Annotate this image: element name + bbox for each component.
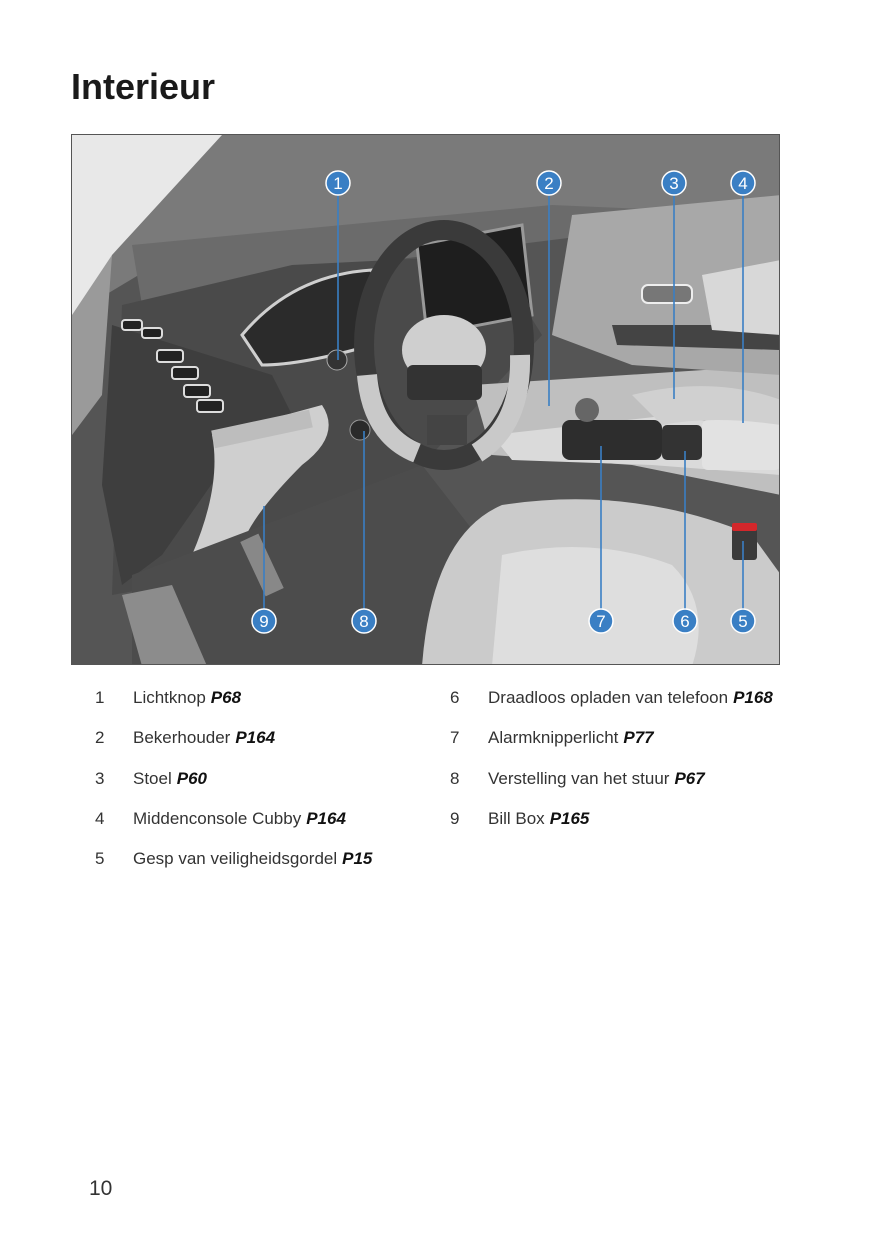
car-interior-drawing: 1 2 3 4 5 6 7 8 9 — [72, 135, 779, 664]
svg-text:1: 1 — [333, 174, 342, 193]
seatbelt-buckle — [732, 525, 757, 560]
svg-text:5: 5 — [738, 612, 747, 631]
item-label: Stoel — [133, 768, 172, 788]
a-pillar — [72, 135, 222, 395]
door-sill — [122, 585, 207, 664]
item-number: 4 — [95, 808, 105, 828]
door-handle — [641, 284, 693, 304]
item-number: 2 — [95, 728, 105, 748]
item-number: 5 — [95, 849, 105, 869]
svg-text:8: 8 — [359, 612, 368, 631]
item-label: Lichtknop — [133, 688, 206, 707]
callout-3: 3 — [661, 170, 687, 196]
page-reference: P68 — [210, 688, 242, 707]
interior-illustration: 1 2 3 4 5 6 7 8 9 — [71, 134, 780, 665]
page-reference: P164 — [235, 728, 276, 748]
gear-selector — [575, 398, 599, 422]
item-number: 6 — [450, 688, 460, 707]
page-reference: P60 — [176, 768, 207, 788]
page-reference: P67 — [674, 768, 705, 788]
svg-text:4: 4 — [738, 174, 747, 193]
callout-7: 7 — [588, 608, 614, 634]
left-vents — [121, 319, 224, 413]
callout-1: 1 — [325, 170, 351, 196]
callout-2: 2 — [536, 170, 562, 196]
page-reference: P165 — [549, 808, 590, 828]
svg-text:7: 7 — [596, 612, 605, 631]
page-reference: P164 — [306, 808, 346, 828]
page-title: Interieur — [71, 66, 216, 107]
pedal — [240, 533, 284, 597]
item-label: Gesp van veiligheidsgordel — [133, 849, 338, 869]
item-number: 8 — [450, 768, 460, 788]
item-label: Bill Box — [488, 808, 545, 828]
footwell — [132, 465, 492, 664]
armrest — [702, 420, 779, 470]
item-number: 9 — [450, 808, 460, 828]
item-label: Alarmknipperlicht — [488, 728, 619, 748]
svg-text:9: 9 — [259, 612, 268, 631]
item-label: Middenconsole Cubby — [133, 808, 302, 828]
light-switch — [326, 349, 348, 371]
svg-text:2: 2 — [544, 174, 553, 193]
item-number: 1 — [95, 688, 105, 707]
callout-9: 9 — [251, 608, 277, 634]
windshield — [72, 135, 779, 315]
console-controls — [562, 420, 662, 460]
callout-4: 4 — [730, 170, 756, 196]
page-reference: P77 — [623, 728, 654, 748]
svg-text:6: 6 — [680, 612, 689, 631]
page-number: 10 — [89, 1177, 113, 1200]
callout-6: 6 — [672, 608, 698, 634]
steering-wheel — [354, 220, 534, 470]
item-label: Draadloos opladen van telefoon — [488, 688, 729, 707]
steering-adjust — [349, 419, 371, 441]
callout-lines — [263, 183, 744, 621]
item-number: 7 — [450, 728, 460, 748]
svg-text:3: 3 — [669, 174, 678, 193]
item-label: Verstelling van het stuur — [488, 768, 670, 788]
item-label: Bekerhouder — [133, 728, 231, 748]
page-reference: P15 — [342, 849, 373, 869]
callout-markers: 1 2 3 4 5 6 7 8 9 — [251, 170, 756, 634]
callout-5: 5 — [730, 608, 756, 634]
wireless-charger — [662, 425, 702, 460]
callout-8: 8 — [351, 608, 377, 634]
page-reference: P168 — [733, 688, 773, 707]
item-number: 3 — [95, 768, 105, 788]
